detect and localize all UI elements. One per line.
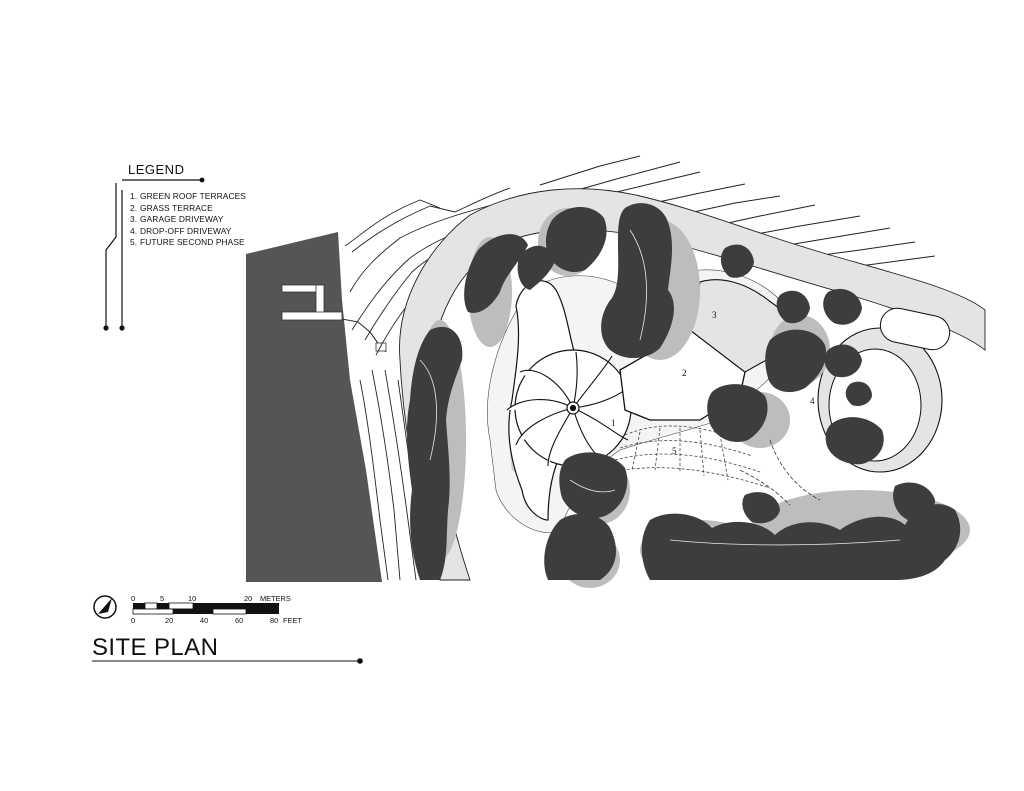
legend-item: 2.GRASS TERRACE <box>130 202 213 213</box>
scale-meters-tick-5: 5 <box>160 594 165 603</box>
legend-dot-title <box>199 177 205 183</box>
legend-item: 3.GARAGE DRIVEWAY <box>130 214 224 225</box>
spiral-building <box>506 280 632 521</box>
legend-title: LEGEND <box>128 162 185 177</box>
scale-feet-unit: FEET <box>283 616 302 625</box>
legend-dot-a <box>103 325 109 331</box>
scale-feet-tick-0: 0 <box>131 616 136 625</box>
scale-meters-unit: METERS <box>260 594 291 603</box>
tree-canopies <box>406 203 961 580</box>
scale-meters-tick-20: 20 <box>244 594 253 603</box>
phase-two-fan <box>611 425 771 489</box>
site-paths <box>739 439 821 506</box>
legend-item: 4.DROP-OFF DRIVEWAY <box>130 225 232 236</box>
scale-feet-tick-40: 40 <box>200 616 209 625</box>
water-body <box>246 232 382 582</box>
title-underline-dot <box>357 658 363 664</box>
scale-feet-tick-80: 80 <box>270 616 279 625</box>
scale-meters-tick-0: 0 <box>131 594 136 603</box>
legend-dot-b <box>119 325 125 331</box>
site-plan-title: SITE PLAN <box>92 634 219 661</box>
legend-list: 1.GREEN ROOF TERRACES 2.GRASS TERRACE 3.… <box>130 191 246 249</box>
legend-leader-lines <box>105 179 202 328</box>
plan-label-3: 3 <box>712 310 717 320</box>
plan-label-4: 4 <box>810 396 815 406</box>
scale-meters-tick-10: 10 <box>188 594 197 603</box>
scale-feet-tick-60: 60 <box>235 616 244 625</box>
plan-label-1: 1 <box>611 418 616 428</box>
scale-bar <box>93 595 279 619</box>
legend-item: 1.GREEN ROOF TERRACES <box>130 191 246 201</box>
tree-branch-lines <box>419 229 901 546</box>
plan-label-2: 2 <box>682 368 687 378</box>
legend-item: 5.FUTURE SECOND PHASE <box>130 237 245 248</box>
scale-feet-tick-20: 20 <box>165 616 174 625</box>
plan-label-5: 5 <box>672 446 677 456</box>
